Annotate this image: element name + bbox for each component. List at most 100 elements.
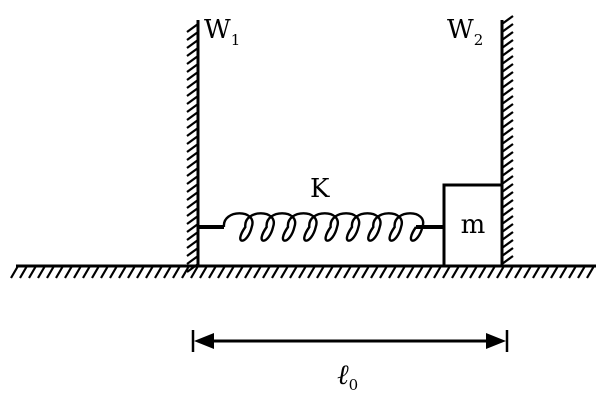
hatch-mark: [145, 265, 154, 279]
hatch-mark: [82, 265, 91, 279]
hatch-mark: [186, 79, 199, 89]
hatch-mark: [253, 265, 262, 279]
hatch-mark: [501, 247, 514, 257]
hatch-mark: [501, 71, 514, 81]
hatch-mark: [262, 265, 271, 279]
mass-block: [442, 183, 504, 268]
hatch-mark: [154, 265, 163, 279]
hatch-mark: [172, 265, 181, 279]
hatch-mark: [586, 265, 595, 279]
hatch-mark: [501, 151, 514, 161]
left-wall: [186, 20, 200, 273]
hatch-mark: [370, 265, 379, 279]
hatch-mark: [577, 265, 586, 279]
hatch-mark: [334, 265, 343, 279]
hatch-mark: [501, 31, 514, 41]
hatch-mark: [186, 103, 199, 113]
hatch-mark: [501, 143, 514, 153]
hatch-mark: [501, 183, 514, 193]
hatch-mark: [37, 265, 46, 279]
hatch-mark: [55, 265, 64, 279]
hatch-mark: [186, 127, 199, 137]
length-dimension: [191, 330, 509, 352]
hatch-mark: [379, 265, 388, 279]
hatch-mark: [186, 143, 199, 153]
hatch-mark: [501, 199, 514, 209]
hatch-mark: [501, 175, 514, 185]
hatch-mark: [442, 265, 451, 279]
hatch-mark: [478, 265, 487, 279]
hatch-mark: [186, 255, 199, 265]
hatch-mark: [199, 265, 208, 279]
hatch-mark: [186, 191, 199, 201]
hatch-mark: [186, 167, 199, 177]
hatch-mark: [235, 265, 244, 279]
hatch-mark: [186, 231, 199, 241]
hatch-mark: [501, 255, 514, 265]
hatch-mark: [501, 79, 514, 89]
hatch-mark: [451, 265, 460, 279]
hatch-mark: [361, 265, 370, 279]
hatch-mark: [325, 265, 334, 279]
hatch-mark: [217, 265, 226, 279]
floor-hatching: [10, 265, 595, 279]
hatch-mark: [501, 111, 514, 121]
hatch-mark: [501, 127, 514, 137]
hatch-mark: [501, 207, 514, 217]
hatch-mark: [100, 265, 109, 279]
hatch-mark: [91, 265, 100, 279]
hatch-mark: [496, 265, 505, 279]
hatch-mark: [433, 265, 442, 279]
hatch-mark: [19, 265, 28, 279]
hatch-mark: [186, 223, 199, 233]
hatch-mark: [501, 103, 514, 113]
hatch-mark: [186, 151, 199, 161]
hatch-mark: [186, 39, 199, 49]
hatch-mark: [460, 265, 469, 279]
natural-length-label: ℓ0: [337, 358, 358, 394]
hatch-mark: [501, 135, 514, 145]
hatch-mark: [280, 265, 289, 279]
hatch-mark: [163, 265, 172, 279]
hatch-mark: [501, 119, 514, 129]
hatch-mark: [501, 15, 514, 25]
left-wall-hatching: [186, 23, 199, 273]
hatch-mark: [186, 183, 199, 193]
wall-1-label: W1: [204, 15, 240, 49]
arrow-left-head: [194, 333, 214, 349]
hatch-mark: [388, 265, 397, 279]
hatch-mark: [343, 265, 352, 279]
hatch-mark: [186, 135, 199, 145]
hatch-mark: [514, 265, 523, 279]
spring: [198, 212, 444, 242]
hatch-mark: [415, 265, 424, 279]
mass-label: m: [461, 210, 486, 240]
hatch-mark: [487, 265, 496, 279]
hatch-mark: [501, 39, 514, 49]
right-wall-hatching: [501, 15, 514, 265]
hatch-mark: [505, 265, 514, 279]
hatch-mark: [501, 55, 514, 65]
hatch-mark: [501, 47, 514, 57]
hatch-mark: [501, 159, 514, 169]
hatch-mark: [501, 191, 514, 201]
hatch-mark: [271, 265, 280, 279]
hatch-mark: [501, 215, 514, 225]
hatch-mark: [186, 175, 199, 185]
hatch-mark: [186, 111, 199, 121]
hatch-mark: [307, 265, 316, 279]
hatch-mark: [244, 265, 253, 279]
hatch-mark: [186, 119, 199, 129]
hatch-mark: [186, 239, 199, 249]
hatch-mark: [501, 223, 514, 233]
hatch-mark: [501, 87, 514, 97]
hatch-mark: [186, 87, 199, 97]
spring-constant-label: K: [310, 174, 330, 204]
hatch-mark: [186, 23, 199, 33]
hatch-mark: [28, 265, 37, 279]
arrow-right-head: [486, 333, 506, 349]
hatch-mark: [559, 265, 568, 279]
hatch-mark: [10, 265, 19, 279]
hatch-mark: [186, 71, 199, 81]
